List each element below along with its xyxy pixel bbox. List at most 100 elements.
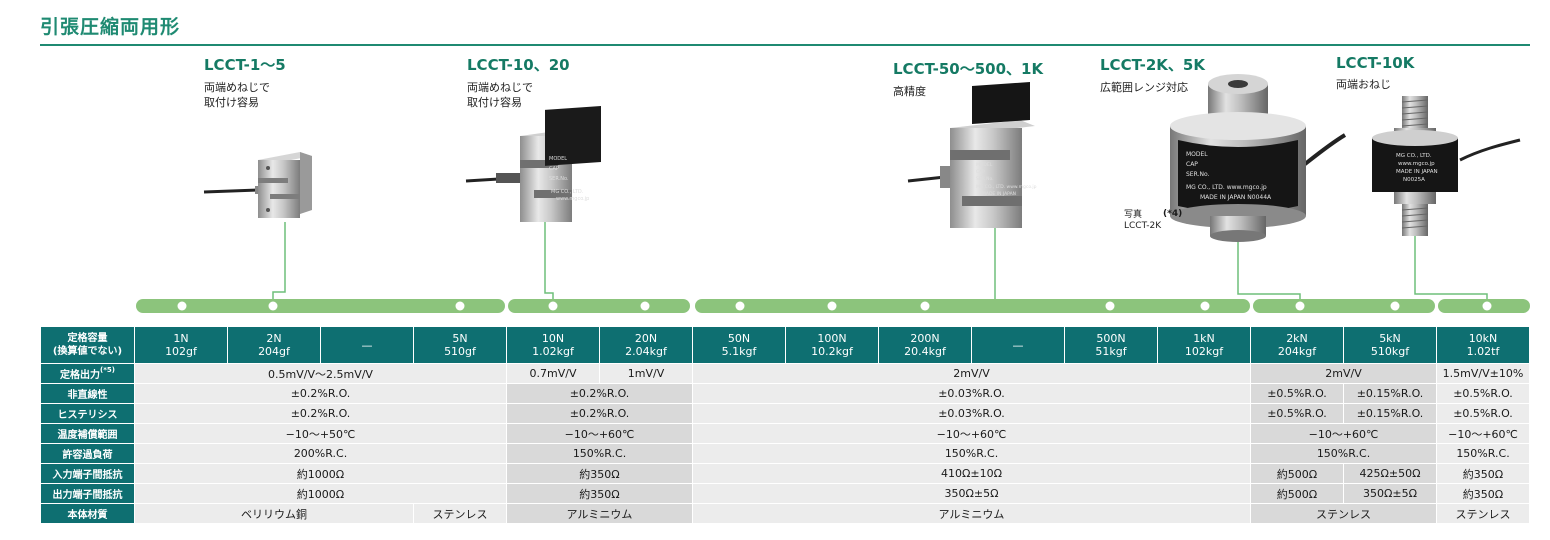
spec-cell: 410Ω±10Ω	[692, 463, 1251, 484]
photo-caption-line1: 写真	[1124, 210, 1143, 220]
spec-cell: アルミニウム	[506, 503, 693, 524]
temp-range-row: 温度補償範囲 −10〜+50℃ −10〜+60℃ −10〜+60℃ −10〜+6…	[40, 423, 1530, 444]
spec-cell: ステンレス	[1250, 503, 1437, 524]
material-row: 本体材質 ベリリウム銅 ステンレス アルミニウム アルミニウム ステンレス ステ…	[40, 503, 1530, 524]
model-desc: 両端めねじで 取付け容易	[467, 81, 533, 109]
output-resistance-row: 出力端子間抵抗 約1000Ω 約350Ω 350Ω±5Ω 約500Ω 350Ω±…	[40, 483, 1530, 504]
spec-cell: 150%R.C.	[692, 443, 1251, 464]
svg-text:www.mgco.jp: www.mgco.jp	[1398, 161, 1435, 167]
spec-cell: 0.7mV/V	[506, 363, 600, 384]
spec-cell: ±0.2%R.O.	[506, 383, 693, 404]
lcct-1-5-sensor	[203, 152, 312, 218]
connector-lines	[272, 222, 1488, 305]
spec-cell: 2mV/V	[692, 363, 1251, 384]
model-name: LCCT-10、20	[467, 56, 570, 74]
capacity-header-line1: 定格容量	[67, 333, 108, 344]
spec-cell: ±0.2%R.O.	[134, 403, 507, 424]
row-label: 非直線性	[40, 383, 135, 404]
svg-text:MADE IN JAPAN: MADE IN JAPAN	[1396, 169, 1438, 175]
overload-row: 許容過負荷 200%R.C. 150%R.C. 150%R.C. 150%R.C…	[40, 443, 1530, 464]
model-lcct-10k: LCCT-10K 両端おねじ	[1336, 54, 1414, 92]
lcct-2k-5k-sensor: MODEL CAP SER.No. MG CO., LTD. www.mgco.…	[1170, 74, 1347, 242]
lcct-10-20-label: MODEL CAP SER.No. MG CO., LTD. www.mgco.…	[549, 156, 589, 202]
spec-cell: 約1000Ω	[134, 483, 507, 504]
svg-text:CAP: CAP	[549, 166, 559, 172]
spec-cell: −10〜+50℃	[134, 423, 507, 444]
svg-text:N0025A: N0025A	[1403, 177, 1425, 183]
row-label: ヒステリシス	[40, 403, 135, 424]
lcct-2k-5k-label: MODEL CAP SER.No. MG CO., LTD. www.mgco.…	[1186, 151, 1272, 201]
model-lcct-10-20: LCCT-10、20 両端めねじで 取付け容易	[467, 54, 570, 110]
spec-cell: 150%R.C.	[1250, 443, 1437, 464]
row-label: 出力端子間抵抗	[40, 483, 135, 504]
input-resistance-row: 入力端子間抵抗 約1000Ω 約350Ω 410Ω±10Ω 約500Ω 425Ω…	[40, 463, 1530, 484]
spec-cell: −10〜+60℃	[1250, 423, 1437, 444]
svg-text:MODEL: MODEL	[549, 156, 567, 162]
product-illustrations: MODEL CAP SER.No. MG CO., LTD. www.mgco.…	[136, 74, 1530, 313]
spec-cell: 2mV/V	[1250, 363, 1437, 384]
model-desc: 高精度	[893, 85, 926, 98]
spec-cell: 150%R.C.	[1436, 443, 1530, 464]
spec-cell: 約500Ω	[1250, 483, 1344, 504]
svg-text:www.mgco.jp: www.mgco.jp	[556, 196, 589, 202]
spec-cell: 約500Ω	[1250, 463, 1344, 484]
spec-cell: 約350Ω	[1436, 483, 1530, 504]
nonlinearity-row: 非直線性 ±0.2%R.O. ±0.2%R.O. ±0.03%R.O. ±0.5…	[40, 383, 1530, 404]
capacity-header: 定格容量 (換算値でない)	[40, 326, 135, 364]
range-dots	[177, 301, 1492, 311]
row-label: 入力端子間抵抗	[40, 463, 135, 484]
spec-cell: −10〜+60℃	[1436, 423, 1530, 444]
svg-text:CAP: CAP	[976, 169, 985, 175]
spec-cell: 350Ω±5Ω	[1343, 483, 1437, 504]
spec-cell: 350Ω±5Ω	[692, 483, 1251, 504]
svg-text:MODEL: MODEL	[1186, 151, 1208, 158]
rated-output-row: 定格出力(*5) 0.5mV/V〜2.5mV/V 0.7mV/V 1mV/V 2…	[40, 363, 1530, 384]
row-label: 定格出力(*5)	[40, 363, 135, 384]
spec-cell: アルミニウム	[692, 503, 1251, 524]
model-name: LCCT-2K、5K	[1100, 56, 1205, 74]
row-label: 許容過負荷	[40, 443, 135, 464]
spec-cell: ±0.5%R.O.	[1250, 403, 1344, 424]
model-lcct-50-1k: LCCT-50〜500、1K 高精度	[893, 58, 1043, 99]
spec-cell: ベリリウム銅	[134, 503, 414, 524]
model-desc: 両端めねじで 取付け容易	[204, 81, 270, 109]
spec-cell: ±0.03%R.O.	[692, 383, 1251, 404]
photo-caption-line2: LCCT-2K	[1124, 221, 1162, 231]
spec-cell: ±0.5%R.O.	[1436, 383, 1530, 404]
spec-cell: ±0.03%R.O.	[692, 403, 1251, 424]
svg-text:SER.No.: SER.No.	[549, 176, 569, 182]
spec-cell: 1.5mV/V±10%	[1436, 363, 1530, 384]
lcct-10k-sensor: MG CO., LTD. www.mgco.jp MADE IN JAPAN N…	[1372, 96, 1521, 236]
svg-text:MG CO., LTD. www.mgco.jp: MG CO., LTD. www.mgco.jp	[1186, 184, 1267, 191]
model-lcct-2k-5k: LCCT-2K、5K 広範囲レンジ対応	[1100, 54, 1205, 95]
svg-text:MADE IN JAPAN N0044A: MADE IN JAPAN N0044A	[1200, 194, 1272, 201]
svg-text:MG CO., LTD.: MG CO., LTD.	[551, 189, 584, 195]
title-rule	[40, 44, 1530, 46]
lcct-10-20-sensor: MODEL CAP SER.No. MG CO., LTD. www.mgco.…	[465, 105, 601, 222]
spec-cell: ±0.2%R.O.	[506, 403, 693, 424]
svg-text:SER.No.: SER.No.	[1186, 171, 1210, 178]
svg-text:MODEL: MODEL	[976, 162, 993, 168]
spec-cell: 約350Ω	[506, 463, 693, 484]
spec-cell: 0.5mV/V〜2.5mV/V	[134, 363, 507, 384]
capacity-header-line2: (換算値でない)	[52, 346, 123, 357]
model-name: LCCT-10K	[1336, 54, 1415, 72]
model-name: LCCT-50〜500、1K	[893, 60, 1044, 78]
model-desc: 広範囲レンジ対応	[1100, 81, 1188, 94]
spec-cell: ±0.15%R.O.	[1343, 383, 1437, 404]
spec-cell: 約1000Ω	[134, 463, 507, 484]
spec-cell: −10〜+60℃	[692, 423, 1251, 444]
svg-text:SER.No.: SER.No.	[976, 176, 994, 182]
spec-cell: ±0.5%R.O.	[1250, 383, 1344, 404]
